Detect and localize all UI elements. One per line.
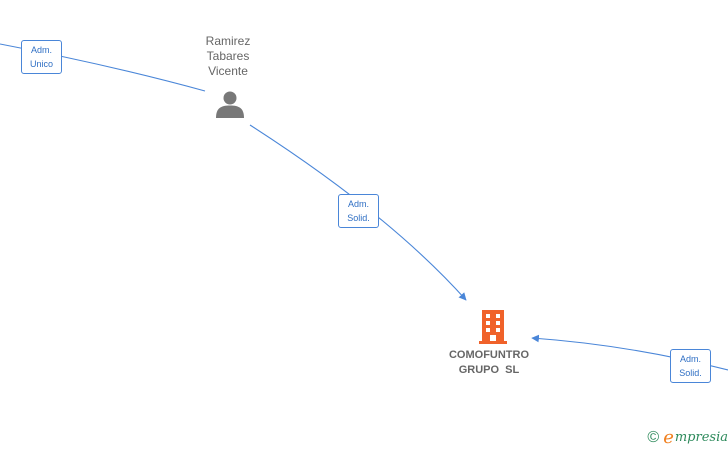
edge-label-line: Solid. [679, 368, 702, 378]
edge-label-line: Solid. [347, 213, 370, 223]
company-name-line: COMOFUNTRO [448, 349, 530, 361]
brand-initial: e [663, 427, 674, 448]
brand-name: mpresia [674, 430, 728, 445]
edge-label-adm-solid[interactable]: Adm. Solid. [670, 349, 711, 383]
edge-label-line: Adm. [347, 199, 369, 209]
edge-label-line: Unico [29, 59, 53, 69]
edge-label-adm-unico[interactable]: Adm. Unico [21, 40, 62, 74]
company-node-name[interactable]: COMOFUNTRO GRUPO SL [429, 348, 549, 378]
empresia-logo: © e mpresia [647, 427, 728, 448]
edge-label-line: Adm. [679, 354, 701, 364]
person-node-name[interactable]: Ramirez Tabares Vicente [178, 34, 278, 79]
person-name-line: Ramirez [205, 34, 251, 48]
building-icon[interactable] [479, 310, 507, 344]
copyright-icon: © [647, 429, 660, 446]
edge-label-line: Adm. [30, 45, 52, 55]
person-icon[interactable] [215, 90, 245, 118]
person-name-line: Vicente [208, 64, 248, 78]
edge-label-adm-solid[interactable]: Adm. Solid. [338, 194, 379, 228]
person-name-line: Tabares [206, 49, 250, 63]
company-name-line: GRUPO SL [458, 364, 520, 376]
